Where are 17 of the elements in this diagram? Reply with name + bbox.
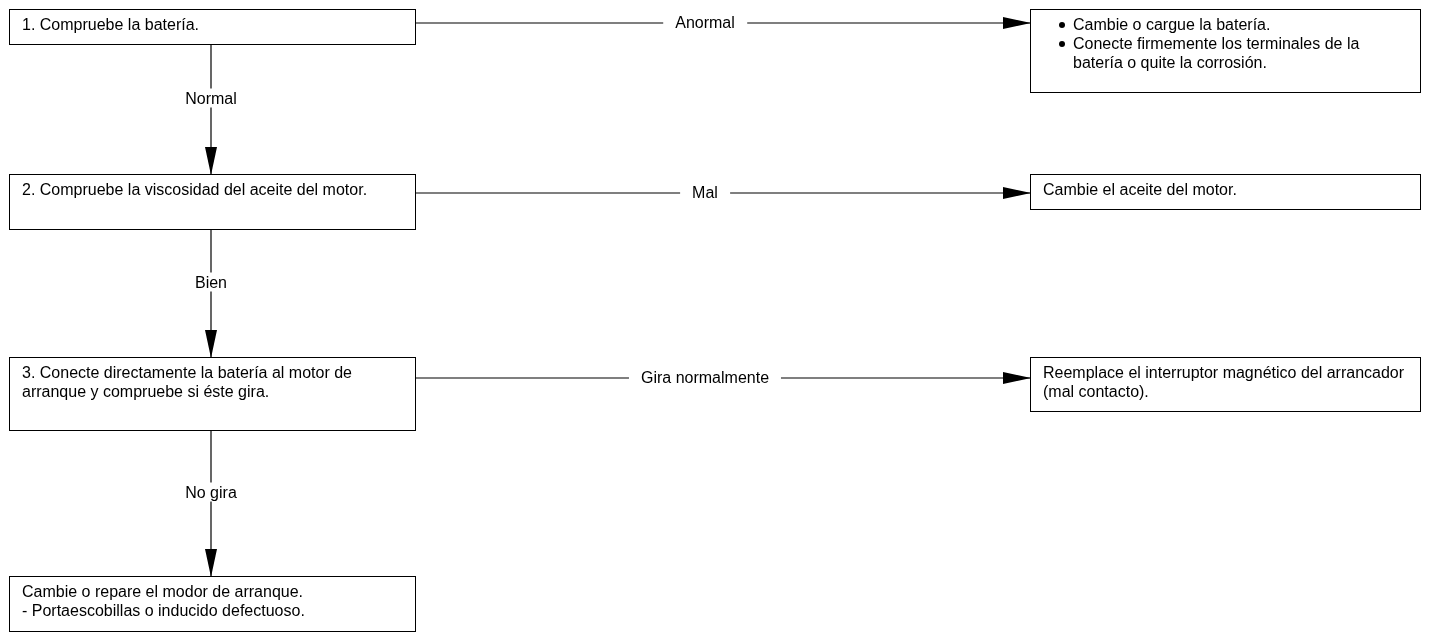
box-text: Reemplace el interruptor magnético del arrancador (mal contacto). — [1043, 363, 1406, 401]
process-box — [1030, 357, 1421, 412]
process-box — [1030, 174, 1421, 210]
process-box — [1030, 9, 1421, 93]
arrow — [415, 187, 1031, 199]
process-box — [9, 9, 416, 45]
process-box — [9, 174, 416, 230]
box-text: Cambie o cargue la batería. — [1073, 15, 1271, 34]
process-box — [9, 576, 416, 632]
box-text: Cambie el aceite del motor. — [1043, 180, 1238, 199]
box-text: Cambie o repare el modor de arranque. — [22, 582, 305, 601]
box-text: 2. Compruebe la viscosidad del aceite del motor. — [22, 180, 369, 199]
box-text: 3. Conecte directamente la batería al motor de arranque y compruebe si éste gira. — [22, 363, 353, 401]
process-box — [9, 357, 416, 431]
box-text: Conecte firmemente los terminales de la batería o quite la corrosión. — [1073, 34, 1361, 72]
box-text: - Portaescobillas o inducido defectuoso. — [22, 601, 306, 620]
box-text: 1. Compruebe la batería. — [22, 15, 200, 34]
